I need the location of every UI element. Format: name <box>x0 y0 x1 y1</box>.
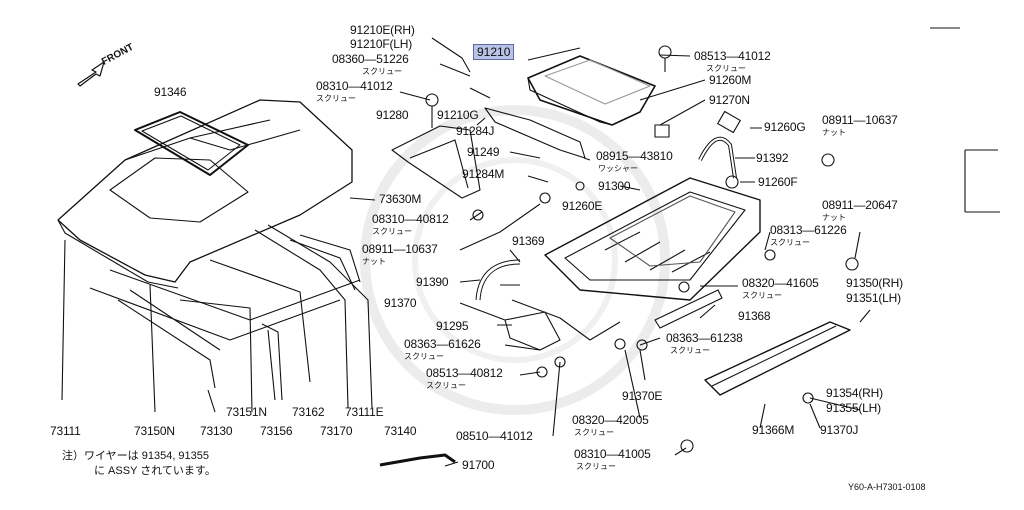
note-line-1: 注）ワイヤーは 91354, 91355 <box>62 450 210 462</box>
part-sublabel: スクリュー <box>770 238 810 247</box>
part-sublabel: ワッシャー <box>598 164 638 173</box>
part-label[interactable]: 91390 <box>416 275 449 289</box>
part-label[interactable]: 73151N <box>226 405 267 419</box>
part-label[interactable]: 73170 <box>320 424 353 438</box>
part-label[interactable]: 08911—10637 <box>822 113 898 127</box>
drawing-code: Y60-A-H7301-0108 <box>848 482 926 492</box>
part-label[interactable]: 91260G <box>764 120 806 134</box>
part-label[interactable]: 08310—40812 <box>372 212 449 226</box>
part-label[interactable]: 73111 <box>50 424 81 438</box>
part-label[interactable]: 91210F(LH) <box>350 37 413 51</box>
part-sublabel: ナット <box>822 213 846 222</box>
part-label[interactable]: 91260E <box>562 199 603 213</box>
part-sublabel: スクリュー <box>706 64 746 73</box>
part-label[interactable]: 91284J <box>456 124 495 138</box>
part-label[interactable]: 73156 <box>260 424 293 438</box>
part-sublabel: ナット <box>362 257 386 266</box>
part-label[interactable]: 08360—51226 <box>332 52 409 66</box>
part-label[interactable]: 91368 <box>738 309 771 323</box>
highlighted-part-label[interactable]: 91210 <box>473 44 515 60</box>
part-label[interactable]: 08313—61226 <box>770 223 847 237</box>
part-sublabel: スクリュー <box>742 291 782 300</box>
part-label[interactable]: 08320—42005 <box>572 413 649 427</box>
part-label[interactable]: 08310—41012 <box>316 79 393 93</box>
part-sublabel: スクリュー <box>404 352 444 361</box>
part-label[interactable]: 91370J <box>820 423 859 437</box>
part-label[interactable]: 73630M <box>379 192 422 206</box>
part-label[interactable]: 73130 <box>200 424 233 438</box>
part-label[interactable]: 91700 <box>462 458 495 472</box>
part-label[interactable]: 73150N <box>134 424 175 438</box>
part-label[interactable]: 91350(RH) <box>846 276 903 290</box>
part-label[interactable]: 91249 <box>467 145 500 159</box>
note-line-2: に ASSY されています。 <box>94 465 216 477</box>
part-label[interactable]: 91392 <box>756 151 789 165</box>
part-label[interactable]: 91370 <box>384 296 417 310</box>
part-label[interactable]: 91260F <box>758 175 798 189</box>
part-sublabel: スクリュー <box>372 227 412 236</box>
part-label[interactable]: 91210G <box>437 108 479 122</box>
part-label[interactable]: 08513—40812 <box>426 366 503 380</box>
part-label[interactable]: 08510—41012 <box>456 429 533 443</box>
part-label[interactable]: 91346 <box>154 85 187 99</box>
part-label[interactable]: 08320—41605 <box>742 276 819 290</box>
part-label[interactable]: 91295 <box>436 319 469 333</box>
part-sublabel: スクリュー <box>362 67 402 76</box>
part-sublabel: スクリュー <box>670 346 710 355</box>
part-sublabel: スクリュー <box>426 381 466 390</box>
part-label[interactable]: 91280 <box>376 108 409 122</box>
part-label[interactable]: 91260M <box>709 73 752 87</box>
part-label[interactable]: 91370E <box>622 389 663 403</box>
part-label[interactable]: 91369 <box>512 234 545 248</box>
part-sublabel: スクリュー <box>574 428 614 437</box>
part-label[interactable]: 91270N <box>709 93 750 107</box>
part-label[interactable]: 73162 <box>292 405 325 419</box>
part-label[interactable]: 91366M <box>752 423 795 437</box>
part-sublabel: スクリュー <box>316 94 356 103</box>
part-label[interactable]: 08911—20647 <box>822 198 898 212</box>
part-label[interactable]: 91351(LH) <box>846 291 901 305</box>
part-label[interactable]: 91355(LH) <box>826 401 881 415</box>
part-label[interactable]: 08911—10637 <box>362 242 438 256</box>
part-label[interactable]: 08310—41005 <box>574 447 651 461</box>
part-label[interactable]: 08915—43810 <box>596 149 673 163</box>
part-label[interactable]: 91210E(RH) <box>350 23 415 37</box>
part-label[interactable]: 91354(RH) <box>826 386 883 400</box>
part-label[interactable]: 91300 <box>598 179 631 193</box>
part-label[interactable]: 08363—61626 <box>404 337 481 351</box>
part-sublabel: ナット <box>822 128 846 137</box>
part-sublabel: スクリュー <box>576 462 616 471</box>
part-label[interactable]: 73140 <box>384 424 417 438</box>
part-label[interactable]: 08363—61238 <box>666 331 743 345</box>
part-label[interactable]: 91284M <box>462 167 505 181</box>
part-label[interactable]: 08513—41012 <box>694 49 771 63</box>
part-label[interactable]: 73111E <box>345 405 384 419</box>
